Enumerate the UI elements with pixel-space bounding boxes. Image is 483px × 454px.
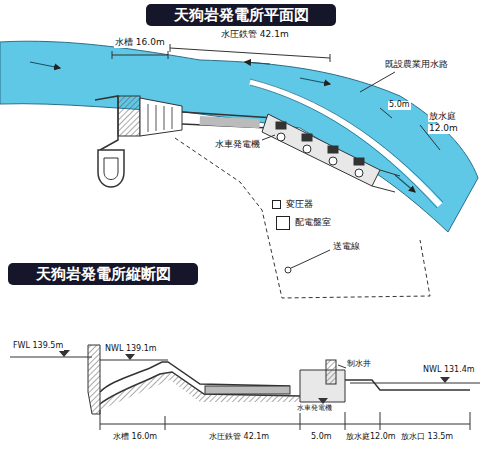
canal-embankment-edge xyxy=(250,79,443,208)
dimension-label: 既設農業用水路 xyxy=(384,60,449,70)
dimension-label: 放水庭12.0m xyxy=(345,433,397,442)
ground-fill xyxy=(100,372,300,410)
level-mark xyxy=(58,350,70,357)
transmission-tower xyxy=(285,267,291,273)
dimension-label: 5.0m xyxy=(310,433,333,442)
site-boundary xyxy=(175,138,430,298)
title-box: 天狗岩発電所平面図 xyxy=(146,4,336,26)
transmission-line xyxy=(291,250,330,268)
dimension-label: 水車発電機 xyxy=(296,405,333,413)
dimension-label: 水槽 16.0m xyxy=(112,433,158,442)
equipment-square xyxy=(272,200,281,209)
level-mark xyxy=(125,354,135,360)
dimension-line xyxy=(100,410,470,430)
powerhouse xyxy=(262,114,380,186)
intake-gate xyxy=(118,96,140,136)
penstock xyxy=(182,112,275,128)
dimension-label: NWL 131.4m xyxy=(422,366,476,375)
water-surface xyxy=(100,360,168,361)
dimension-line xyxy=(170,44,330,62)
river xyxy=(0,41,478,232)
flow-arrow xyxy=(395,175,415,192)
title-text: 天狗岩発電所縦断図 xyxy=(8,265,198,283)
penstock-body xyxy=(200,116,260,128)
dimension-label: 放水庭 xyxy=(428,112,457,122)
tailrace xyxy=(372,170,400,192)
intake-wall xyxy=(95,96,118,150)
equipment-label: 配電盤室 xyxy=(294,218,332,228)
dimension-label: 制水井 xyxy=(346,360,372,369)
dimension-label: 水槽 16.0m xyxy=(114,38,166,48)
title-text: 天狗岩発電所平面図 xyxy=(146,6,336,24)
dimension-label: 放水口 13.5m xyxy=(400,433,454,442)
dimension-line xyxy=(112,51,168,59)
dimension-label: 水車発電機 xyxy=(214,140,261,150)
title-box: 天狗岩発電所縦断図 xyxy=(8,263,198,285)
tailwater-line xyxy=(350,383,480,384)
leader-line xyxy=(338,365,346,368)
tailrace-profile xyxy=(345,380,470,390)
dimension-label: 5.0m xyxy=(388,101,411,110)
flow-arrow xyxy=(245,62,270,64)
forebay xyxy=(140,98,182,136)
dimension-label: 水圧鉄管 42.1m xyxy=(208,433,270,442)
generator-units xyxy=(276,122,364,177)
penstock-profile xyxy=(205,386,290,394)
equipment-box: 変圧器 xyxy=(272,200,314,210)
dimension-label: 水圧鉄管 42.1m xyxy=(220,30,290,40)
fwl-line xyxy=(10,357,92,358)
dimension-label: FWL 139.5m xyxy=(12,342,64,351)
forebay-screen xyxy=(148,104,172,132)
equipment-label: 変圧器 xyxy=(285,200,314,210)
dam-pier xyxy=(98,150,124,187)
leader-line xyxy=(262,135,275,140)
flow-arrow xyxy=(300,78,330,84)
dimension-label: 12.0m xyxy=(428,124,459,134)
canal-embankment xyxy=(250,82,440,205)
dimension-label: NWL 139.1m xyxy=(104,345,158,354)
level-mark xyxy=(440,377,450,383)
equipment-square xyxy=(276,216,290,230)
equipment-box: 配電盤室 xyxy=(276,216,332,230)
leader-line xyxy=(360,72,395,92)
dimension-label: 送電線 xyxy=(332,242,361,252)
powerhouse-profile xyxy=(300,370,345,402)
dam-pier-inner xyxy=(104,158,118,180)
surge-shaft xyxy=(326,360,336,384)
dam-profile xyxy=(88,345,100,414)
level-mark xyxy=(318,398,328,404)
flow-arrow xyxy=(30,62,60,68)
